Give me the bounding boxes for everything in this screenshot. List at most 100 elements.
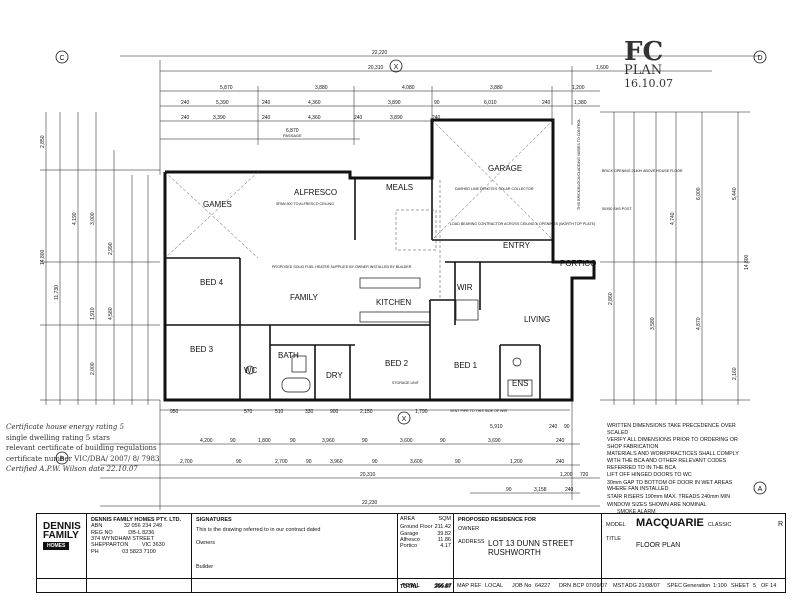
svg-text:2,700: 2,700 bbox=[180, 459, 193, 465]
svg-text:4,080: 4,080 bbox=[402, 85, 415, 91]
svg-text:D: D bbox=[757, 55, 762, 62]
svg-text:240: 240 bbox=[565, 487, 574, 493]
area-value: 211.42 bbox=[434, 524, 451, 531]
grid-marker-a: A bbox=[753, 481, 767, 495]
energy-line-1: single dwelling rating 5 stars bbox=[6, 433, 110, 442]
room-bed4: BED 4 bbox=[200, 278, 224, 287]
phone-label: PH bbox=[91, 548, 99, 555]
area-header: AREA SQM bbox=[398, 514, 453, 524]
room-garage: GARAGE bbox=[488, 164, 522, 173]
svg-text:1,200: 1,200 bbox=[560, 472, 573, 478]
grid-marker-c: C bbox=[55, 50, 69, 64]
reg-label: REG NO bbox=[91, 529, 113, 536]
svg-text:3,890: 3,890 bbox=[390, 115, 403, 121]
stamp-fc: FC bbox=[624, 37, 664, 67]
reg-value: DB-L 8236 bbox=[128, 529, 155, 536]
svg-text:720: 720 bbox=[580, 472, 589, 478]
svg-text:3,600: 3,600 bbox=[400, 438, 413, 444]
room-wc: WC bbox=[244, 366, 258, 375]
model-cell: MODEL MACQUARIE CLASSIC R TITLE FLOOR PL… bbox=[602, 514, 787, 592]
note-item: LIFT OFF HINGED DOORS TO WC bbox=[607, 472, 692, 479]
dimension-lines-right bbox=[600, 111, 750, 405]
svg-text:50X50 SHS POST: 50X50 SHS POST bbox=[602, 207, 632, 211]
svg-text:STORAGE UNIT: STORAGE UNIT bbox=[392, 381, 420, 385]
note-item: STAIR RISERS 190mm MAX. TREADS 240mm MIN bbox=[607, 494, 731, 501]
total-label: TOTAL bbox=[400, 583, 418, 590]
bench-lines bbox=[245, 277, 533, 397]
stamp-plan: PLAN bbox=[624, 63, 663, 78]
svg-text:240: 240 bbox=[432, 115, 441, 121]
svg-text:240: 240 bbox=[542, 100, 551, 106]
grid-marker-x-bottom: X bbox=[397, 411, 411, 425]
room-kitchen: KITCHEN bbox=[376, 298, 411, 307]
svg-text:VENT PIPE TO THIS SIDE OF WIR: VENT PIPE TO THIS SIDE OF WIR bbox=[450, 409, 507, 413]
room-games: GAMES bbox=[203, 200, 232, 209]
svg-text:2,160: 2,160 bbox=[732, 367, 738, 380]
reference-total-label: TOTAL bbox=[402, 583, 420, 590]
svg-text:240: 240 bbox=[181, 115, 190, 121]
svg-text:3,580: 3,580 bbox=[650, 317, 656, 330]
svg-text:2,000: 2,000 bbox=[90, 362, 96, 375]
svg-text:2,850: 2,850 bbox=[40, 135, 46, 148]
svg-text:6,870: 6,870 bbox=[286, 128, 299, 134]
phone-value: 03 5823 7100 bbox=[122, 548, 156, 555]
residence-cell: PROPOSED RESIDENCE FOR OWNER ADDRESS LOT… bbox=[454, 514, 602, 592]
model-variant: CLASSIC bbox=[707, 522, 732, 528]
total-value: 266.87 bbox=[434, 583, 451, 590]
address-row: ADDRESS LOT 13 DUNN STREET bbox=[458, 539, 597, 548]
room-bath: BATH bbox=[278, 351, 299, 360]
svg-text:5,910: 5,910 bbox=[490, 424, 503, 430]
note-item: WRITTEN DIMENSIONS TAKE PRECEDENCE OVER … bbox=[607, 423, 736, 436]
svg-text:3,890: 3,890 bbox=[388, 100, 401, 106]
spec-value: Generation bbox=[683, 583, 711, 590]
reference-total: 266.87 bbox=[435, 583, 452, 590]
svg-text:90: 90 bbox=[236, 459, 242, 465]
svg-text:3,690: 3,690 bbox=[488, 438, 501, 444]
room-labels: GAMES ALFRESCO MEALS GARAGE ENTRY PORTIC… bbox=[190, 164, 596, 388]
fc-plan-stamp: FC PLAN 16.10.07 bbox=[624, 37, 688, 110]
company-logo: DENNIS FAMILY HOMES bbox=[43, 522, 86, 550]
spec-label: SPEC bbox=[667, 583, 682, 590]
svg-text:5,870: 5,870 bbox=[220, 85, 233, 91]
svg-text:90: 90 bbox=[434, 100, 440, 106]
drn-label: DRN bbox=[559, 583, 571, 590]
owner-label: OWNER bbox=[458, 526, 480, 533]
svg-text:510: 510 bbox=[275, 409, 284, 415]
svg-text:3,390: 3,390 bbox=[213, 115, 226, 121]
street: 374 WYNDHAM STREET bbox=[91, 535, 154, 542]
room-bed2: BED 2 bbox=[385, 359, 409, 368]
suburb-row: SHEPPARTON VIC 3630 bbox=[91, 542, 187, 548]
area-total-row: TOTAL 266.87 bbox=[400, 584, 451, 590]
energy-line-3: certificate number VIC/DBA/ 2007/ 8/ 798… bbox=[6, 454, 160, 463]
svg-text:LOAD BEARING CONTRACTOR ACROSS: LOAD BEARING CONTRACTOR ACROSS CEILING &… bbox=[450, 222, 595, 226]
svg-text:X: X bbox=[402, 416, 407, 423]
room-living: LIVING bbox=[524, 315, 550, 324]
abn-row: ABN 32 056 234 249 bbox=[91, 523, 187, 529]
svg-text:2,700: 2,700 bbox=[275, 459, 288, 465]
hidden-lines bbox=[164, 119, 554, 300]
area-name: Ground Floor bbox=[400, 524, 433, 531]
area-label: AREA bbox=[400, 516, 415, 522]
svg-text:1,380: 1,380 bbox=[574, 100, 587, 106]
suburb: SHEPPARTON bbox=[91, 542, 129, 549]
revision: R bbox=[777, 521, 783, 528]
proposed-label: PROPOSED RESIDENCE FOR bbox=[458, 517, 536, 523]
svg-text:DASHED LINE DENOTES SOLAR COLL: DASHED LINE DENOTES SOLAR COLLECTOR bbox=[455, 187, 534, 191]
sheet-number: 5 bbox=[753, 583, 757, 590]
address-label: ADDRESS bbox=[458, 538, 485, 545]
dimension-text-bottom: 950 570 510 330 900 2,150 1,790 5,910 24… bbox=[170, 409, 589, 506]
logo-cell: DENNIS FAMILY HOMES bbox=[37, 514, 87, 592]
svg-text:1,790: 1,790 bbox=[415, 409, 428, 415]
svg-text:3,000: 3,000 bbox=[90, 212, 96, 225]
svg-text:950: 950 bbox=[170, 409, 179, 415]
svg-text:240: 240 bbox=[181, 100, 190, 106]
sqm-label: SQM bbox=[438, 516, 451, 522]
job-label: JOB No bbox=[512, 583, 532, 590]
svg-text:90: 90 bbox=[306, 459, 312, 465]
room-bed3: BED 3 bbox=[190, 345, 214, 354]
svg-text:330: 330 bbox=[305, 409, 314, 415]
dimension-text-top: 22,220 20,310 1,600 5,870 3,880 4,080 3,… bbox=[181, 50, 609, 138]
